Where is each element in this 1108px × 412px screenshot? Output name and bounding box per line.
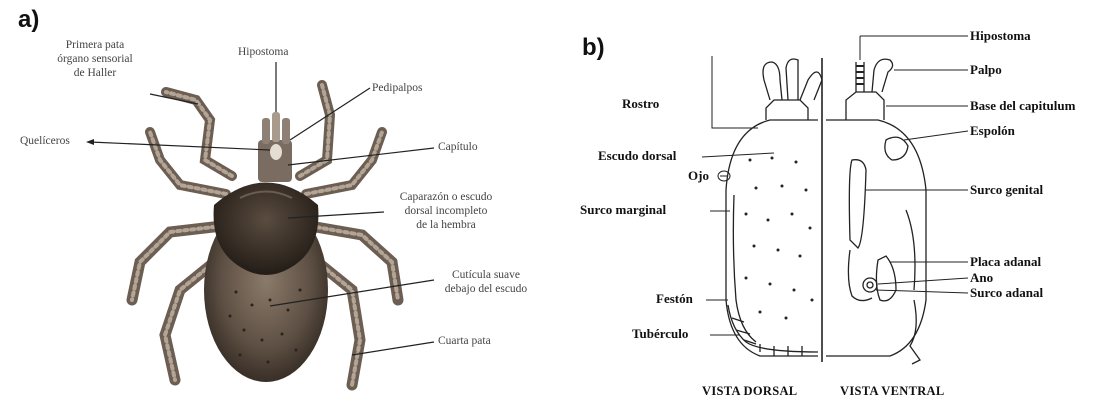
label-queliceros: Quelíceros — [20, 134, 70, 148]
label-palpo: Palpo — [970, 62, 1002, 78]
ventral-outline — [826, 120, 926, 356]
hipostoma-b — [856, 62, 864, 92]
label-hipostoma-b: Hipostoma — [970, 28, 1031, 44]
label-pedipalpos: Pedipalpos — [372, 81, 422, 95]
label-surco-adanal: Surco adanal — [970, 285, 1043, 301]
espolon-b — [885, 137, 908, 160]
panel-b-leader-lines — [702, 36, 968, 335]
placa-adanal-b — [876, 256, 896, 301]
label-espolon: Espolón — [970, 123, 1015, 139]
label-rostro: Rostro — [622, 96, 659, 112]
palpo-b — [872, 59, 893, 92]
surco-genital-b — [849, 160, 866, 248]
label-hipostoma-a: Hipostoma — [238, 45, 288, 59]
label-base-capitulum: Base del capitulum — [970, 98, 1075, 114]
label-surco-genital: Surco genital — [970, 182, 1043, 198]
label-escudo-dorsal: Escudo dorsal — [598, 148, 676, 164]
panel-a-tick-illustration: a) — [0, 0, 560, 412]
label-vista-dorsal: VISTA DORSAL — [702, 384, 797, 399]
dorsal-dots — [745, 157, 814, 320]
label-primera-pata: Primera pata órgano sensorial de Haller — [40, 38, 150, 80]
label-cuticula: Cutícula suave debajo del escudo — [426, 268, 546, 296]
label-capitulo: Capítulo — [438, 140, 478, 154]
label-cuarta-pata: Cuarta pata — [438, 334, 491, 348]
label-ojo: Ojo — [688, 168, 709, 184]
label-tuberculo: Tubérculo — [632, 326, 688, 342]
tick-capitulum — [258, 112, 292, 182]
ano-b — [863, 278, 877, 292]
panel-b-tick-schematic: b) — [560, 0, 1108, 412]
label-vista-ventral: VISTA VENTRAL — [840, 384, 945, 399]
label-ano: Ano — [970, 270, 993, 286]
label-surco-marginal: Surco marginal — [580, 202, 666, 218]
label-feston: Festón — [656, 291, 693, 307]
label-caparazon: Caparazón o escudo dorsal incompleto de … — [386, 190, 506, 232]
label-placa-adanal: Placa adanal — [970, 254, 1041, 270]
